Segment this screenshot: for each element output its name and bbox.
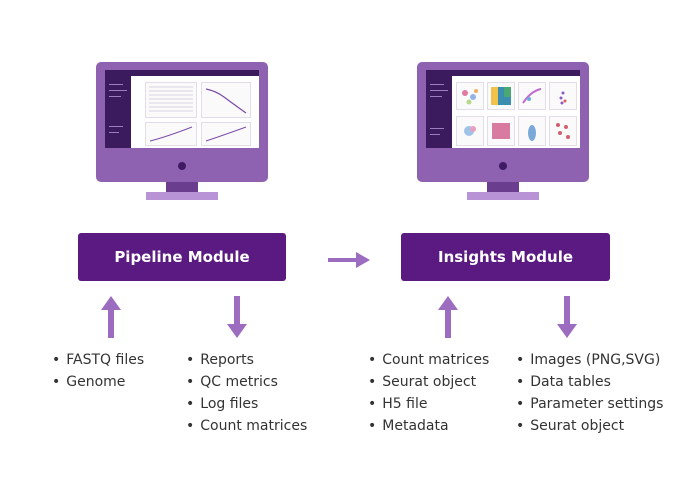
list-item: Log files (186, 393, 307, 415)
list-item: Metadata (368, 415, 489, 437)
insights-inputs-list: Count matrices Seurat object H5 file Met… (368, 349, 489, 437)
tissue-plot-preview (492, 123, 510, 139)
monitor-stand (146, 192, 218, 200)
list-item: Seurat object (368, 371, 489, 393)
list-item: Data tables (516, 371, 663, 393)
list-item: H5 file (368, 393, 489, 415)
list-item: Count matrices (186, 415, 307, 437)
heatmap-preview (491, 87, 511, 105)
monitor-frame (417, 62, 589, 182)
insights-module-box: Insights Module (401, 233, 610, 281)
insights-outputs-list: Images (PNG,SVG) Data tables Parameter s… (516, 349, 663, 437)
pipeline-input-arrow-up-icon (101, 296, 121, 338)
list-item: Count matrices (368, 349, 489, 371)
list-item: Reports (186, 349, 307, 371)
monitor-frame (96, 62, 268, 182)
monitor-neck (166, 182, 198, 192)
insights-output-arrow-down-icon (557, 296, 577, 338)
insights-screen-preview (426, 70, 580, 148)
pipeline-screen-preview (105, 70, 259, 148)
insights-input-arrow-up-icon (438, 296, 458, 338)
table-preview (149, 86, 193, 112)
scatter-chart-preview-2 (205, 126, 247, 142)
flow-arrow-right-icon (328, 252, 370, 268)
trajectory-plot-preview (522, 88, 542, 104)
violin-plot-preview (528, 125, 536, 141)
monitor-camera (499, 162, 507, 170)
list-item: QC metrics (186, 371, 307, 393)
pipeline-module-box: Pipeline Module (78, 233, 286, 281)
monitor-stand (467, 192, 539, 200)
cluster-plot-preview (464, 126, 476, 136)
pipeline-outputs-list: Reports QC metrics Log files Count matri… (186, 349, 307, 437)
insights-monitor (417, 62, 589, 200)
dot-plot-preview (556, 123, 570, 139)
volcano-plot-preview (559, 91, 567, 105)
monitor-neck (487, 182, 519, 192)
insights-module-title: Insights Module (437, 248, 574, 266)
pipeline-output-arrow-down-icon (227, 296, 247, 338)
list-item: FASTQ files (52, 349, 144, 371)
list-item: Seurat object (516, 415, 663, 437)
list-item: Genome (52, 371, 144, 393)
monitor-camera (178, 162, 186, 170)
pipeline-module-title: Pipeline Module (114, 248, 250, 266)
curve-chart-preview (205, 88, 247, 114)
pipeline-monitor (96, 62, 268, 200)
list-item: Images (PNG,SVG) (516, 349, 663, 371)
umap-plot-preview (462, 89, 478, 105)
scatter-chart-preview (149, 126, 193, 142)
pipeline-inputs-list: FASTQ files Genome (52, 349, 144, 393)
list-item: Parameter settings (516, 393, 663, 415)
